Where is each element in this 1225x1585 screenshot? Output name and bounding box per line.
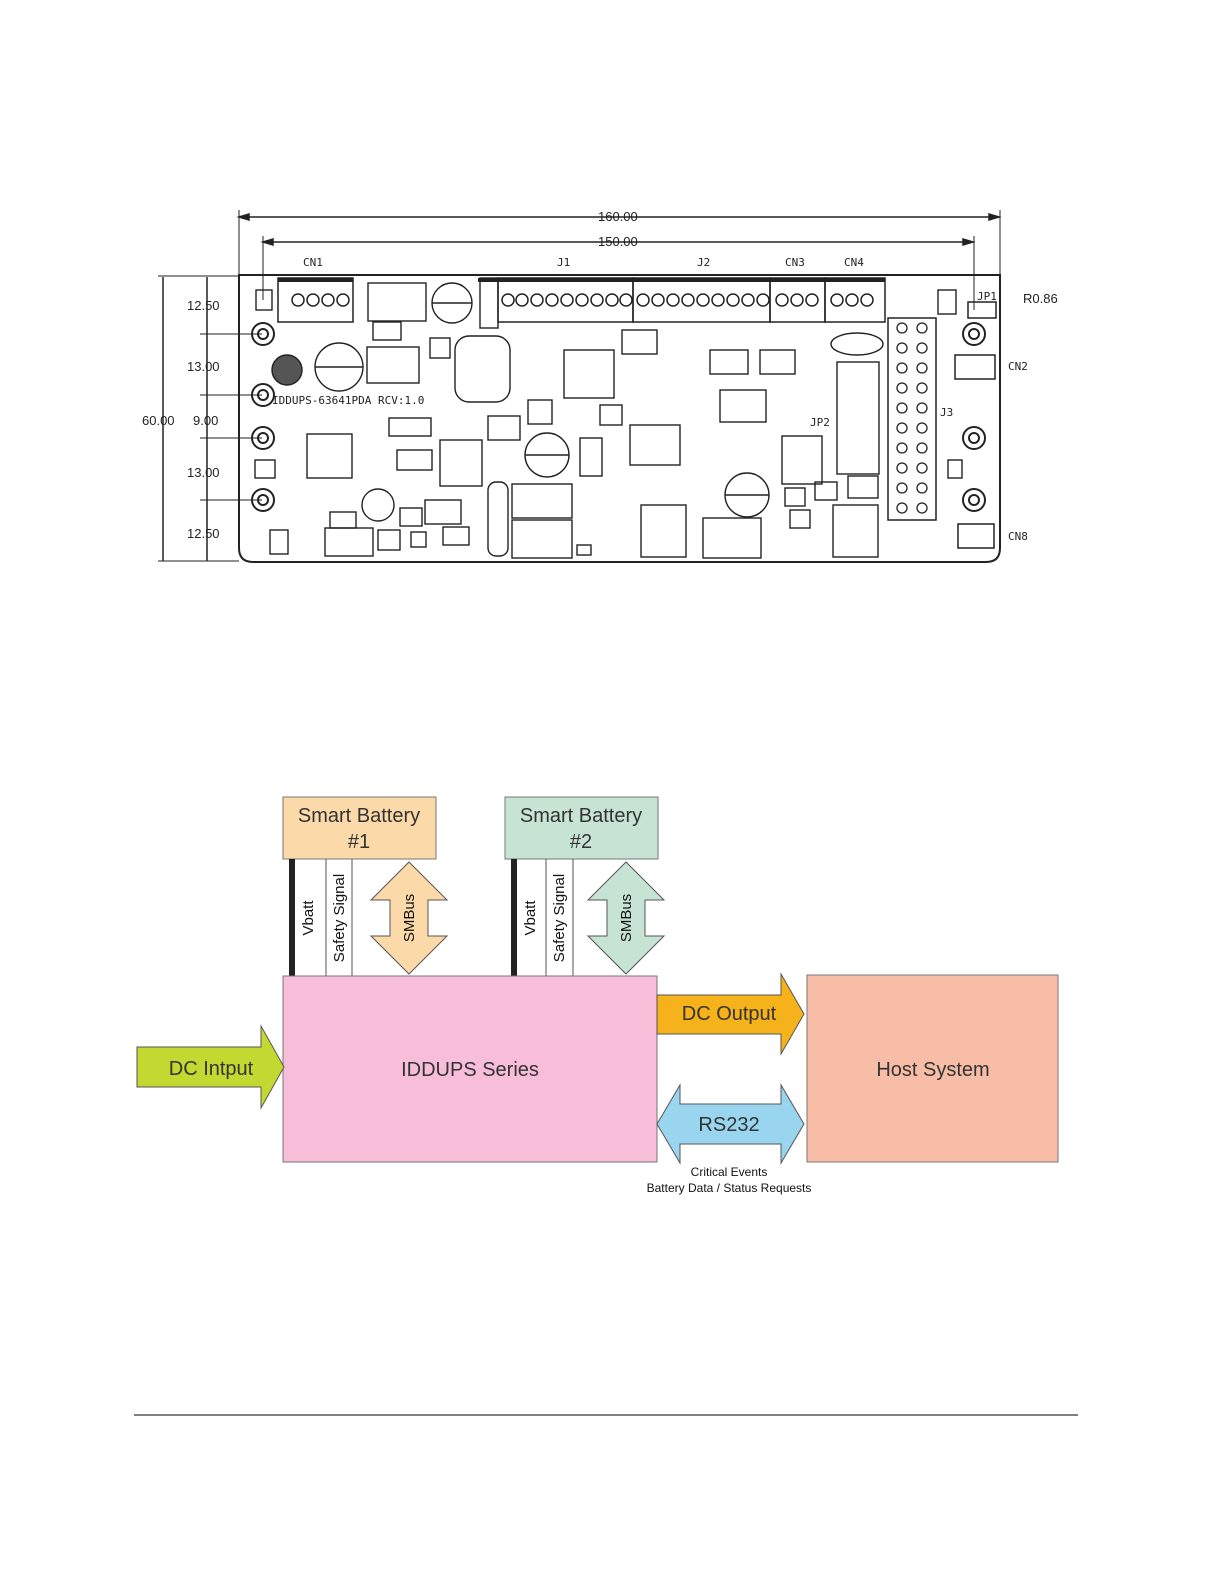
label-jp1: JP1 — [977, 290, 997, 303]
connector-cn8 — [957, 523, 995, 549]
dim-160-label: 160.00 — [598, 209, 638, 224]
pcb-labels: 160.00 150.00 60.00 R0.86 12.50 13.00 9.… — [142, 209, 1058, 543]
dim-150-label: 150.00 — [598, 234, 638, 249]
header-j3 — [887, 317, 937, 521]
rs232-arrow — [656, 1083, 805, 1165]
connector-j1 — [497, 277, 634, 323]
jumper-jp1 — [967, 301, 997, 319]
dim-left-1: 12.50 — [187, 298, 220, 313]
dc-output-label: DC Output — [682, 1003, 777, 1025]
arrow-icon — [962, 237, 976, 247]
dc-input-arrow — [136, 1024, 285, 1110]
smbus-arrow-2 — [586, 861, 666, 975]
connector-cn4 — [824, 277, 886, 323]
dim-left-2: 13.00 — [187, 359, 220, 374]
smbus-label-1: SMBus — [401, 894, 418, 942]
dim-60-label: 60.00 — [142, 413, 175, 428]
label-j1: J1 — [557, 256, 570, 269]
pcb-outline — [238, 274, 1001, 563]
mounting-holes — [251, 322, 986, 512]
battery-2-number: #2 — [570, 831, 592, 853]
dim-left-4: 13.00 — [187, 465, 220, 480]
arrow-icon — [988, 212, 1002, 222]
block-diagram: Smart Battery #1 Smart Battery #2 Vbatt … — [136, 796, 1059, 1195]
label-cn1: CN1 — [303, 256, 323, 269]
dim-left-3: 9.00 — [193, 413, 218, 428]
caption-critical-events: Critical Events — [691, 1165, 768, 1179]
dim-left-5: 12.50 — [187, 526, 220, 541]
label-cn4: CN4 — [844, 256, 864, 269]
battery-1-number: #1 — [348, 831, 370, 853]
j3-pins — [896, 322, 928, 514]
battery-2-title: Smart Battery — [520, 805, 642, 827]
connector-cn2 — [954, 354, 996, 380]
safety-label-2: Safety Signal — [551, 874, 568, 962]
pcb-drawing — [158, 210, 1002, 563]
connector-j2 — [632, 277, 771, 323]
radius-label: R0.86 — [1023, 291, 1058, 306]
dc-input-label: DC Intput — [169, 1058, 254, 1080]
label-cn8: CN8 — [1008, 530, 1028, 543]
iddups-box — [282, 975, 658, 1163]
host-system-label: Host System — [876, 1059, 989, 1081]
safety-label-1: Safety Signal — [331, 874, 348, 962]
battery-1-box — [282, 796, 437, 860]
connector-cn3 — [769, 277, 826, 323]
vbatt-label-1: Vbatt — [300, 900, 317, 936]
label-j3: J3 — [940, 406, 953, 419]
label-cn3: CN3 — [785, 256, 805, 269]
pin-row — [291, 293, 874, 307]
smbus-arrow-1 — [369, 861, 449, 975]
board-marking: IDDUPS-63641PDA RCV:1.0 — [272, 394, 424, 407]
battery-2-box — [504, 796, 659, 860]
arrow-icon — [236, 212, 250, 222]
caption-battery-data: Battery Data / Status Requests — [647, 1181, 812, 1195]
arrow-icon — [260, 237, 274, 247]
smbus-label-2: SMBus — [618, 894, 635, 942]
host-system-box — [806, 974, 1059, 1163]
connector-cn1 — [277, 277, 354, 323]
dc-output-arrow — [656, 972, 805, 1056]
iddups-label: IDDUPS Series — [401, 1059, 539, 1081]
label-cn2: CN2 — [1008, 360, 1028, 373]
label-jp2: JP2 — [810, 416, 830, 429]
label-j2: J2 — [697, 256, 710, 269]
rs232-label: RS232 — [698, 1114, 759, 1136]
vbatt-label-2: Vbatt — [522, 900, 539, 936]
battery-1-title: Smart Battery — [298, 805, 420, 827]
pcb-components — [254, 277, 963, 559]
